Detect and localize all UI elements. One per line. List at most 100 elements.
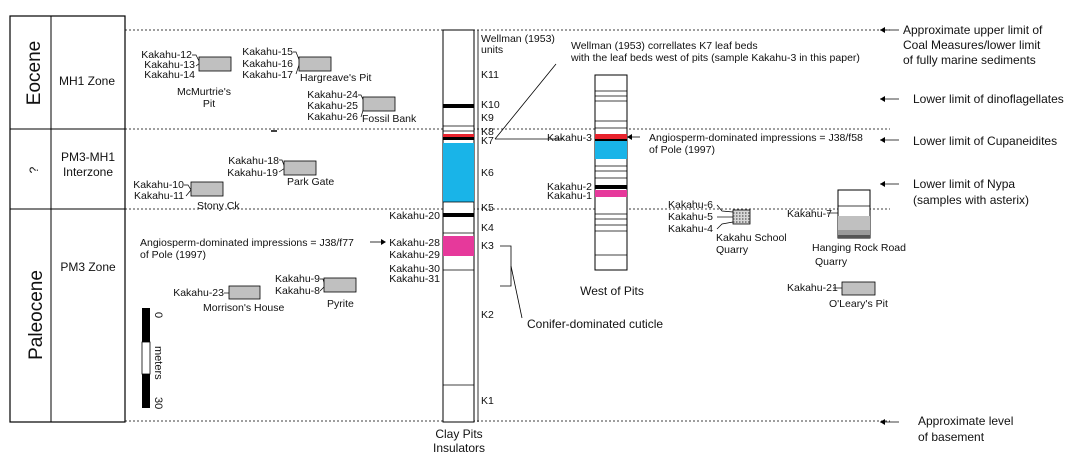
sample-label-k17: Kakahu-17 <box>242 69 293 81</box>
units-header-2: units <box>481 44 503 56</box>
bed-red <box>595 134 627 139</box>
section-box-fossil-bank <box>362 96 396 112</box>
sample-label-k6: Kakahu-6 <box>668 199 713 211</box>
locality-olearys: Kakahu-21 O'Leary's Pit <box>787 281 888 310</box>
clay-pits-samples: Kakahu-20 Kakahu-28 Kakahu-29 Kakahu-30 … <box>389 210 440 285</box>
columns-frame <box>9 15 126 423</box>
epoch-eocene: Eocene <box>24 41 45 105</box>
locality-morrison: Kakahu-23 Morrison's House <box>173 285 285 314</box>
epoch-paleocene: Paleocene <box>26 270 47 360</box>
locality-label-hanging-rock-1: Hanging Rock Road <box>812 242 906 254</box>
bed-dark-grey <box>838 235 870 238</box>
locality-label-hanging-rock-2: Quarry <box>815 256 848 268</box>
annotation-wellman-2: with the leaf beds west of pits (sample … <box>570 52 860 64</box>
zone-pm3mh1-line1: PM3-MH1 <box>61 150 115 164</box>
wellman-annotation: Wellman (1953) correllates K7 leaf beds … <box>494 40 860 140</box>
sample-label-k3: Kakahu-3 <box>547 132 592 144</box>
note-base-1: Approximate level <box>918 414 1013 428</box>
locality-label-olearys: O'Leary's Pit <box>829 298 888 310</box>
unit-k10: K10 <box>481 99 500 111</box>
conifer-annotation: Conifer-dominated cuticle <box>500 245 663 331</box>
note-base-2: of basement <box>918 430 985 444</box>
bed-cyan <box>595 141 627 159</box>
locality-label-park-gate: Park Gate <box>287 176 334 188</box>
sample-label-k31: Kakahu-31 <box>389 273 440 285</box>
annotation-conifer: Conifer-dominated cuticle <box>527 317 663 331</box>
section-box-kakahu-school <box>732 209 751 225</box>
sample-bracket <box>716 221 734 230</box>
sample-label-k1: Kakahu-1 <box>547 190 592 202</box>
section-box-pyrite <box>323 277 357 293</box>
arrow-basement <box>880 419 899 425</box>
bed-black <box>595 139 627 141</box>
units-header-1: Wellman (1953) <box>481 33 555 45</box>
arrow-nypa <box>880 181 899 187</box>
sample-label-k28: Kakahu-28 <box>389 237 440 249</box>
bed-cyan-k6 <box>443 143 474 202</box>
locality-stony-ck: Kakahu-10 Kakahu-11 Stony Ck <box>133 179 240 212</box>
bed-k10 <box>443 104 474 108</box>
sample-label-k13: Kakahu-13 <box>144 59 195 71</box>
wellman-units: Wellman (1953) units K11 K10 K9 K8 K7 K6… <box>481 33 555 407</box>
angio-left-arrow <box>370 239 386 245</box>
sample-label-k30: Kakahu-30 <box>389 263 440 275</box>
bed-magenta-k1 <box>595 190 627 197</box>
sample-bracket <box>192 54 201 67</box>
arrow-upper-limit <box>880 27 899 33</box>
angio-right-annotation: Angiosperm-dominated impressions = J38/f… <box>627 132 863 156</box>
sample-bracket <box>184 184 192 197</box>
sample-label-k9: Kakahu-9 <box>275 273 320 285</box>
annotation-wellman-1: Wellman (1953) correllates K7 leaf beds <box>571 40 758 52</box>
locality-label-kakahu-school-1: Kakahu School <box>716 232 787 244</box>
unit-k5: K5 <box>481 202 494 214</box>
sample-label-k2: Kakahu-2 <box>547 181 592 193</box>
sample-label-k10: Kakahu-10 <box>133 179 184 191</box>
sample-label-k25: Kakahu-25 <box>307 100 358 112</box>
locality-label-pyrite: Pyrite <box>327 298 354 310</box>
time-scale-columns: Eocene ? Paleocene MH1 Zone PM3-MH1 Inte… <box>9 15 126 423</box>
section-box-olearys <box>841 281 876 296</box>
sample-label-k8: Kakahu-8 <box>275 285 320 297</box>
locality-hargreave: Kakahu-15 Kakahu-16 Kakahu-17 Hargreave'… <box>242 46 371 84</box>
annotation-angio-right-2: of Pole (1997) <box>649 144 715 156</box>
zone-pm3mh1-line2: Interzone <box>63 165 113 179</box>
bed-black-k2 <box>595 185 627 189</box>
sample-bracket <box>716 204 734 213</box>
sample-bracket <box>278 159 286 173</box>
locality-kakahu-school: Kakahu-6 Kakahu-5 Kakahu-4 Kakahu School… <box>668 199 787 256</box>
annotation-angio-right-1: Angiosperm-dominated impressions = J38/f… <box>649 132 863 144</box>
right-notes: Approximate upper limit of Coal Measures… <box>880 23 1064 444</box>
sample-label-k19: Kakahu-19 <box>227 167 278 179</box>
unit-k4: K4 <box>481 222 494 234</box>
scale-unit: meters <box>152 346 164 380</box>
unit-k11: K11 <box>481 69 499 81</box>
unit-k2: K2 <box>481 309 494 321</box>
locality-park-gate: Kakahu-18 Kakahu-19 Park Gate <box>227 155 334 188</box>
locality-label-hargreave: Hargreave's Pit <box>300 72 372 84</box>
locality-label-kakahu-school-2: Quarry <box>716 244 749 256</box>
west-of-pits-column: Kakahu-3 Kakahu-2 Kakahu-1 West of Pits <box>547 74 644 298</box>
epoch-unknown: ? <box>27 166 41 173</box>
sample-label-k20: Kakahu-20 <box>389 210 440 222</box>
section-box-hargreave <box>298 56 332 72</box>
bed-red <box>443 134 474 137</box>
scale-max: 30 <box>152 397 164 409</box>
datum-lines <box>125 29 890 422</box>
scale-zero: 0 <box>152 312 164 318</box>
section-box-park-gate <box>283 160 317 176</box>
unit-k1: K1 <box>481 395 494 407</box>
column-outline <box>442 29 475 423</box>
note-nypa-2: (samples with asterix) <box>913 193 1029 207</box>
section-box-mcmurtrie <box>198 56 232 72</box>
zone-mh1: MH1 Zone <box>59 74 115 88</box>
unit-k8: K8 <box>481 126 494 138</box>
note-upper-1: Approximate upper limit of <box>903 23 1043 37</box>
locality-fossil-bank: Kakahu-24 Kakahu-25 Kakahu-26 Fossil Ban… <box>307 89 417 125</box>
locality-pyrite: Kakahu-9 Kakahu-8 Pyrite <box>275 273 357 310</box>
scale-segment-1 <box>142 308 150 342</box>
arrow-dino <box>880 96 899 102</box>
locality-label-west-of-pits: West of Pits <box>580 284 644 298</box>
bed-k20 <box>443 213 474 217</box>
clay-pits-column: Clay Pits Insulators <box>433 29 485 455</box>
sample-label-k23: Kakahu-23 <box>173 287 224 299</box>
